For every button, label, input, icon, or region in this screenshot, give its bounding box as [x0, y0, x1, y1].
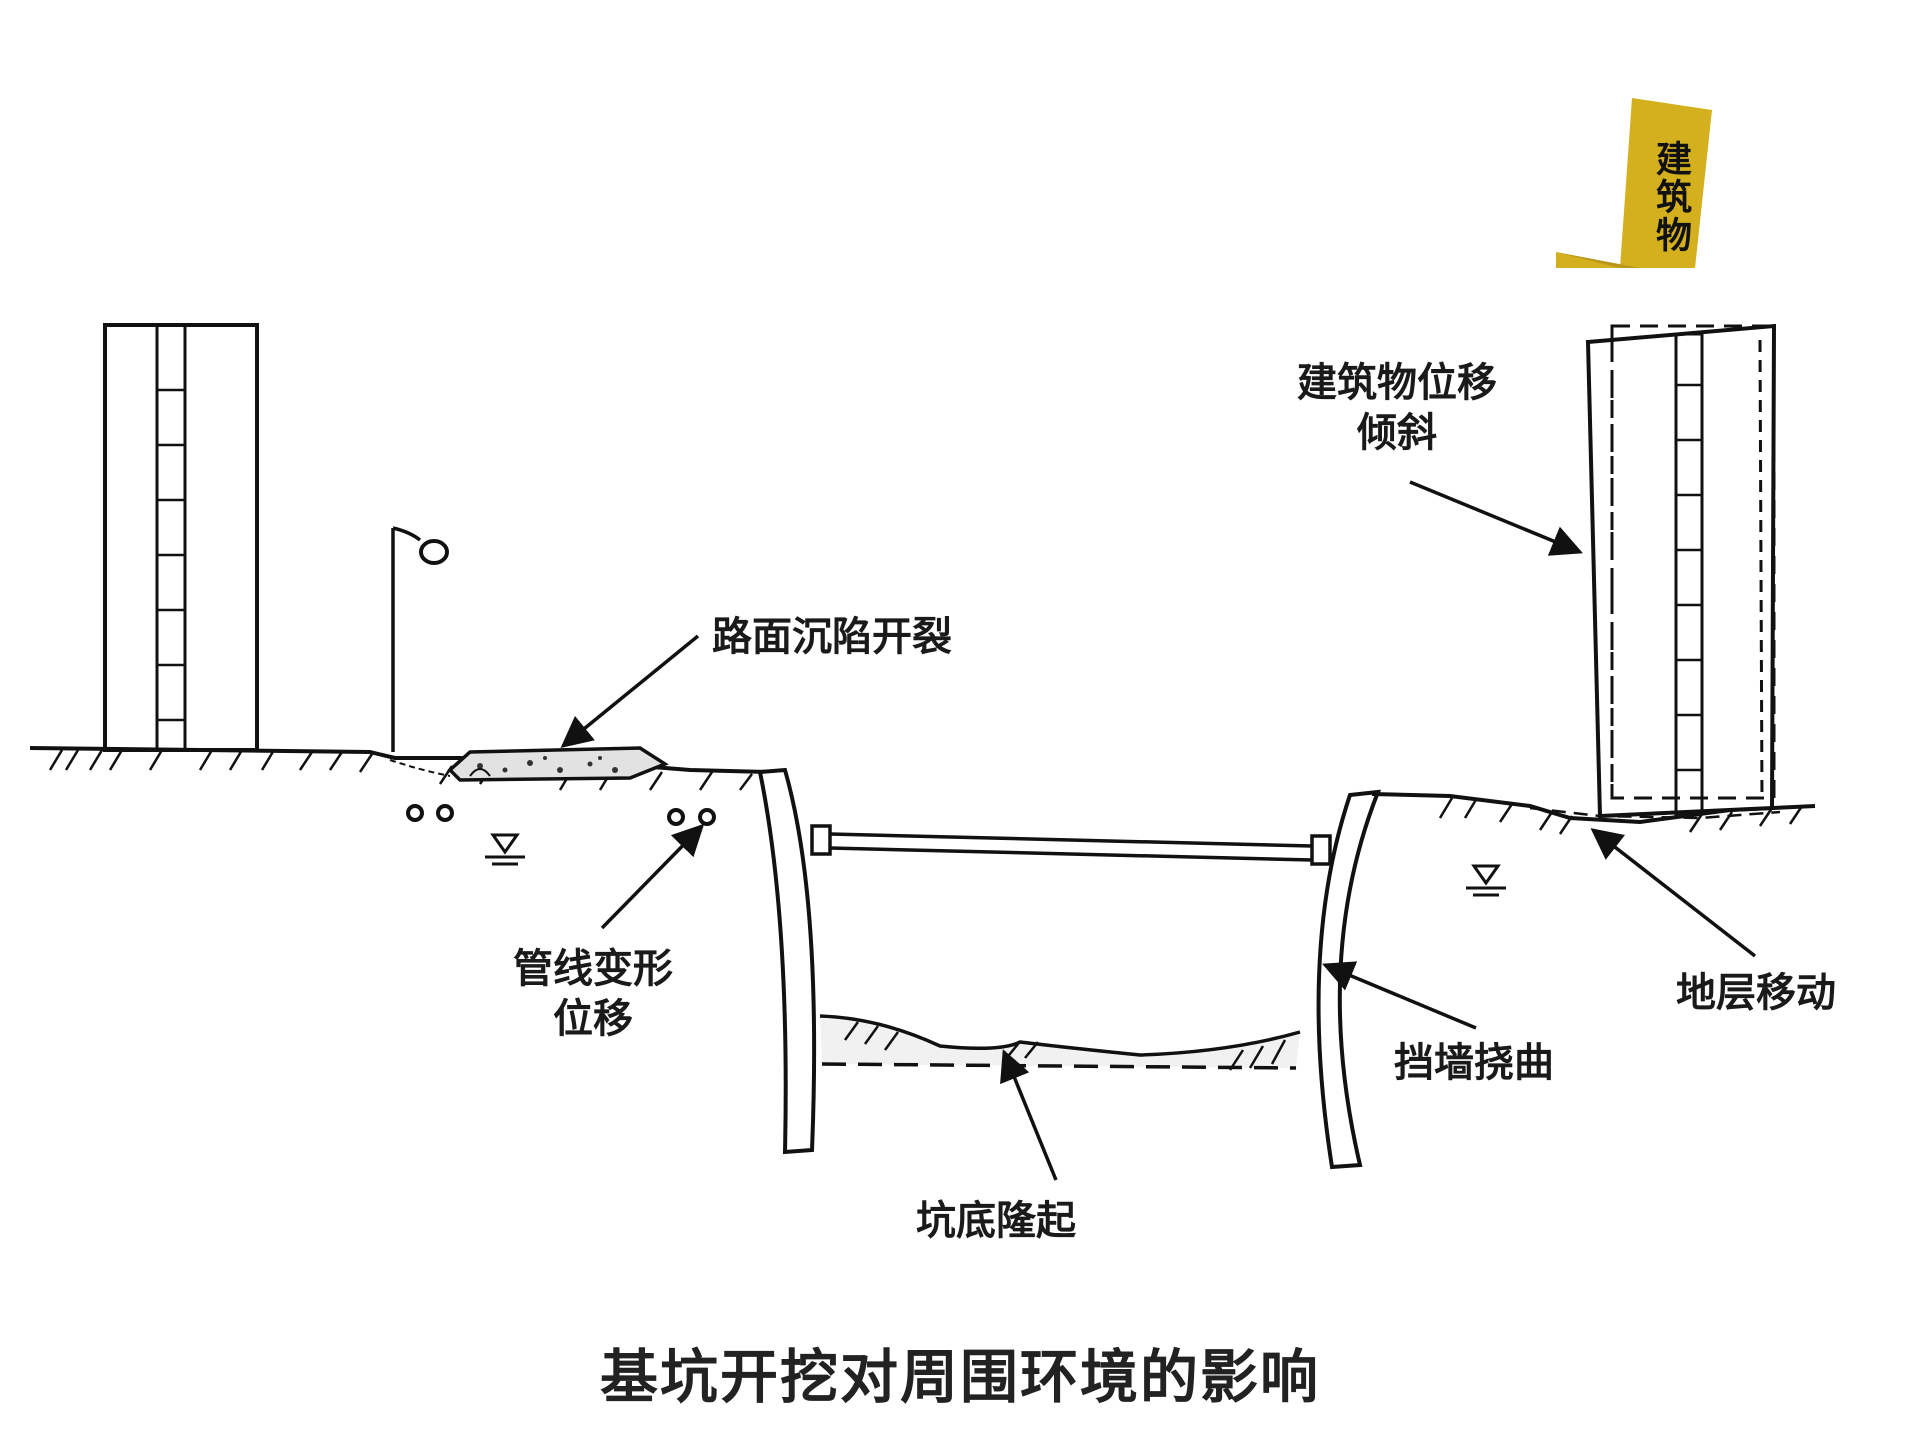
tag-label: 建筑物 — [1650, 140, 1691, 254]
figure-caption: 基坑开挖对周围环境的影响 — [599, 1343, 1320, 1411]
ground-hatch-left — [48, 749, 753, 791]
label-wall-deflection: 挡墙挠曲 — [1394, 1040, 1554, 1086]
label-pipeline-line1: 管线变形 — [513, 946, 673, 992]
right-retaining-wall — [1316, 789, 1382, 1170]
arrow-wall — [1322, 961, 1477, 1030]
label-building-move-line1: 建筑物位移 — [1297, 360, 1497, 406]
label-building-move: 建筑物位移 倾斜 — [1262, 358, 1532, 458]
strut — [810, 824, 1332, 866]
arrow-building — [1409, 480, 1583, 556]
pipes — [406, 804, 716, 826]
left-retaining-wall — [757, 767, 817, 1155]
lamp-post — [391, 526, 449, 752]
label-ground-movement: 地层移动 — [1676, 970, 1836, 1016]
label-pit-heave: 坑底隆起 — [916, 1198, 1076, 1244]
left-building — [103, 323, 259, 752]
pit-bottom — [819, 1014, 1301, 1071]
annotation-arrows — [560, 480, 1757, 1181]
road-crack — [447, 746, 669, 782]
bookmark-tag — [1556, 98, 1712, 268]
water-table-right — [1466, 864, 1506, 897]
arrow-bottom — [1000, 1049, 1058, 1181]
label-road-crack: 路面沉陷开裂 — [712, 614, 952, 660]
left-ground — [29, 746, 771, 777]
right-building — [1585, 323, 1777, 819]
label-pipeline-line2: 位移 — [553, 996, 633, 1042]
arrow-pipeline — [600, 823, 705, 930]
label-building-move-line2: 倾斜 — [1357, 410, 1437, 456]
arrow-road — [560, 634, 700, 748]
label-pipeline: 管线变形 位移 — [478, 944, 708, 1044]
ground-hatch-right — [1438, 797, 1804, 835]
water-table-left — [485, 833, 525, 866]
arrow-ground — [1590, 828, 1757, 958]
